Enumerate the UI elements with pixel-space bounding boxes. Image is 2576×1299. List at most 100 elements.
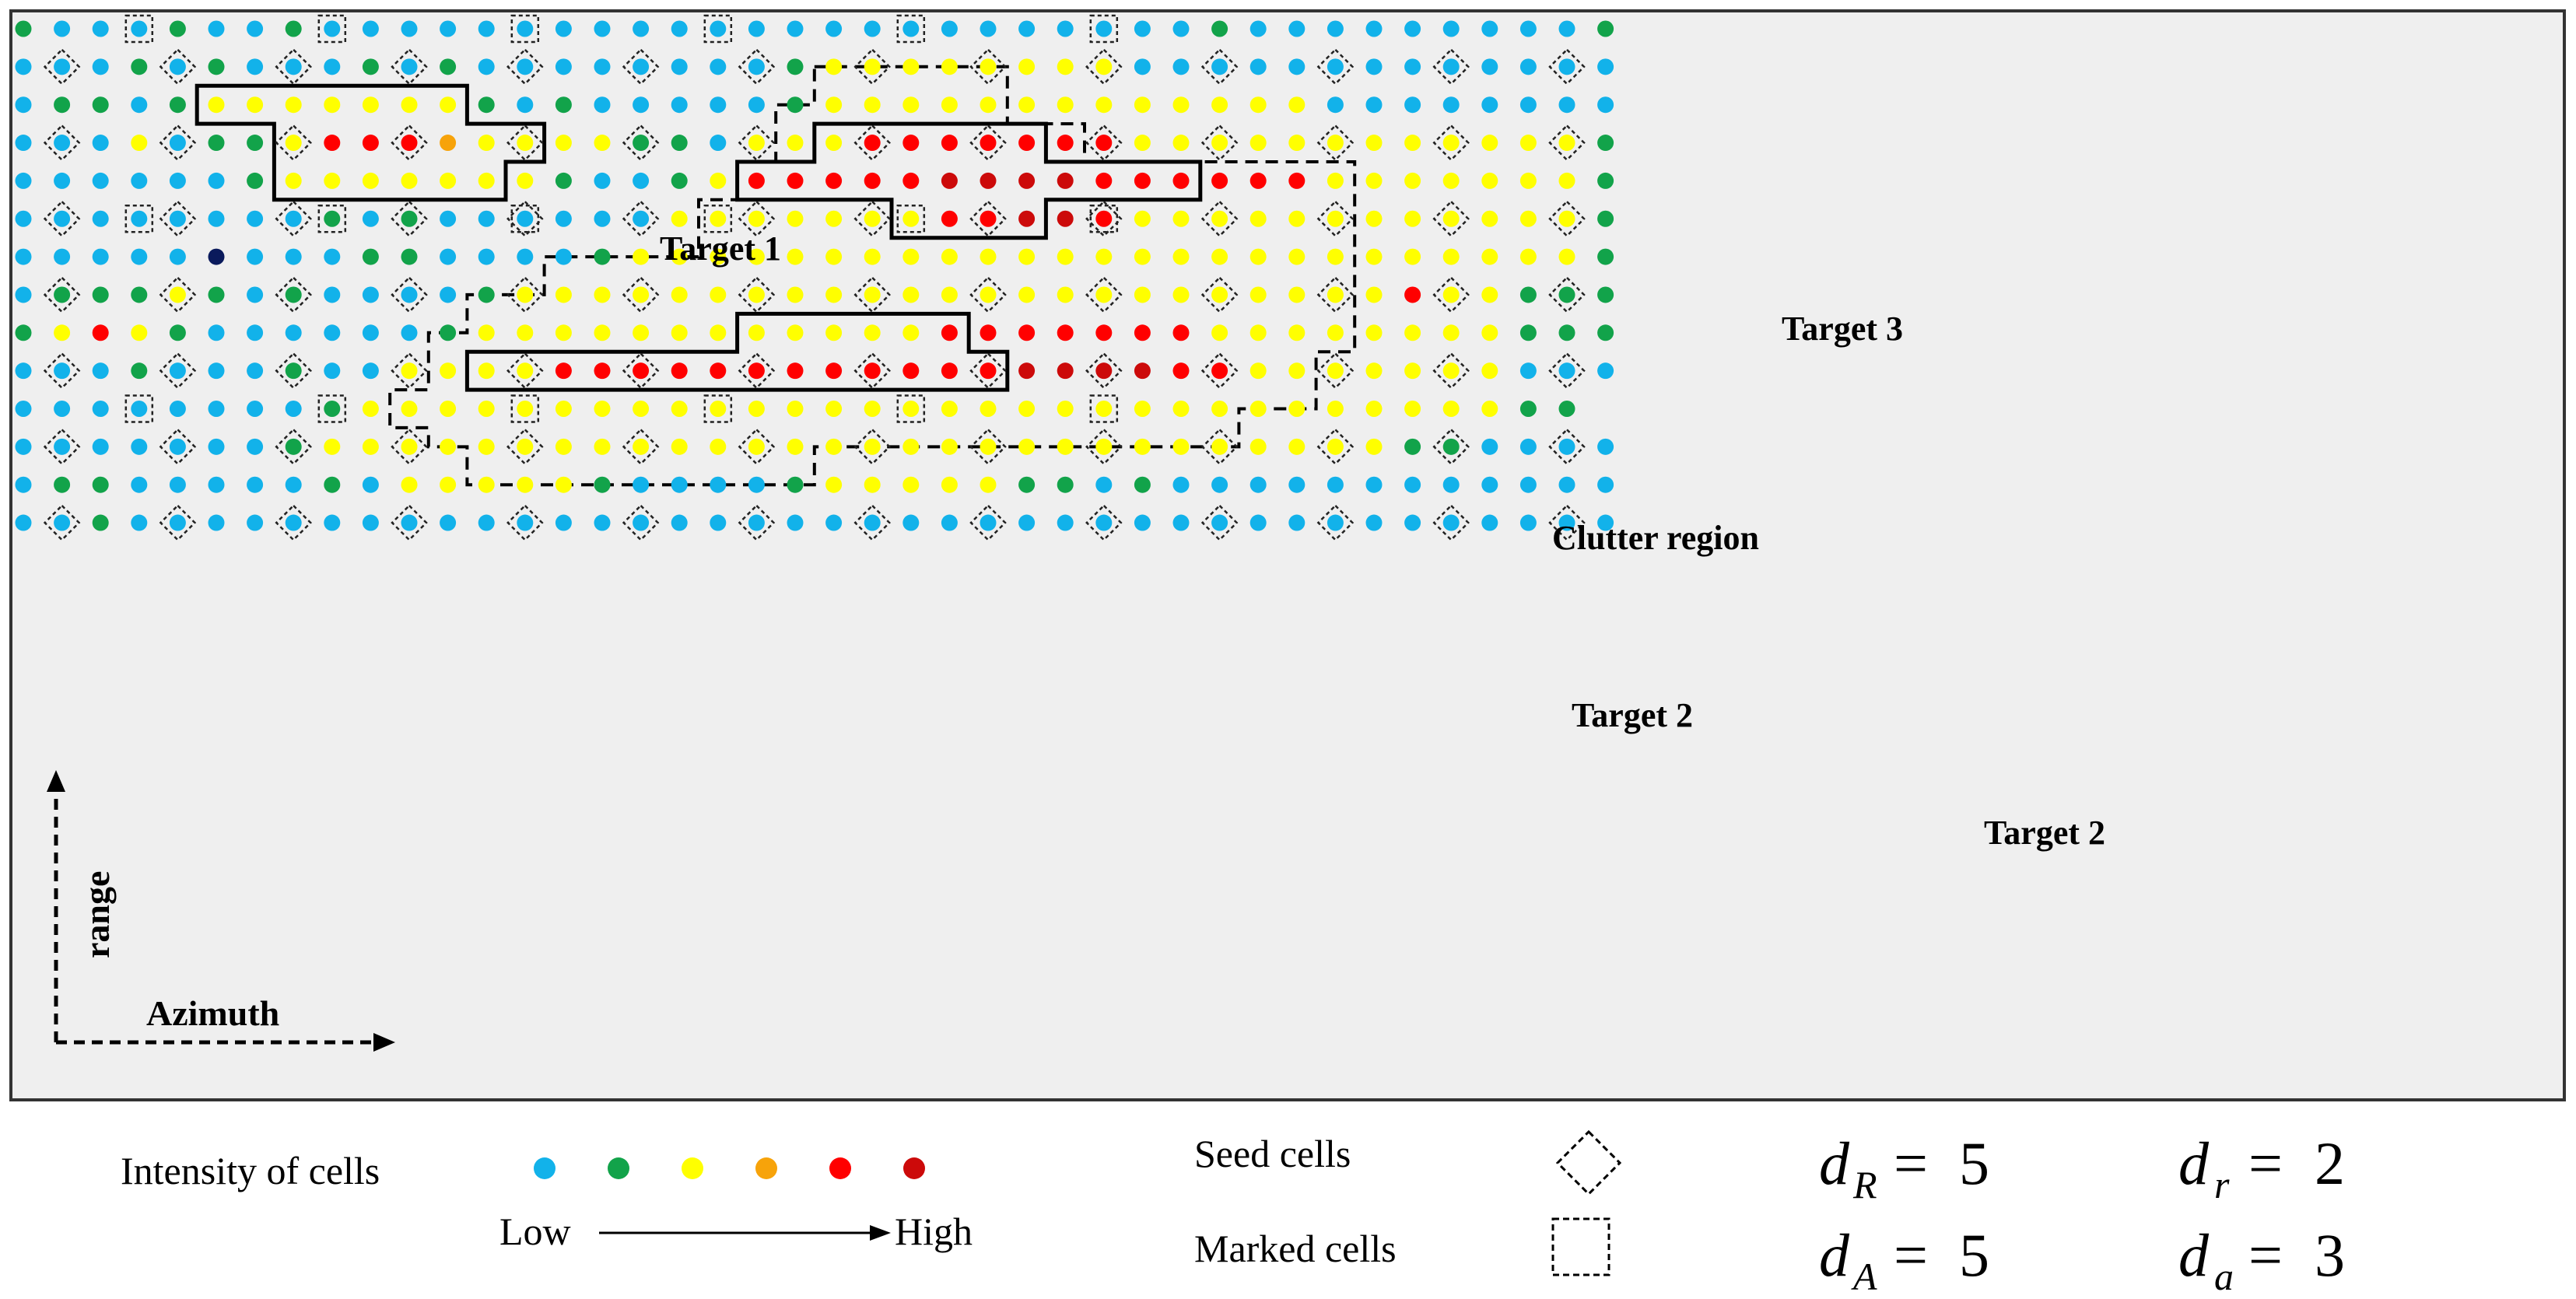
seed-cell-marker (391, 200, 428, 238)
grid-cell (902, 248, 920, 265)
grid-cell (748, 362, 765, 380)
grid-cell (1519, 172, 1537, 189)
grid-cell (54, 514, 71, 531)
svg-text:5: 5 (1959, 1129, 1989, 1197)
grid-cell (902, 286, 920, 303)
marked-cell-marker (124, 394, 154, 423)
marked-cell-marker (317, 205, 347, 233)
grid-cell (54, 58, 71, 75)
grid-cell (131, 286, 148, 303)
grid-cell (1211, 96, 1228, 114)
grid-cell (1365, 476, 1383, 493)
grid-cell (517, 96, 534, 114)
grid-cell (401, 210, 418, 227)
seed-cell-marker (43, 504, 81, 541)
seed-cell-marker (1085, 504, 1123, 541)
grid-cell (285, 401, 302, 417)
grid-cell (1404, 58, 1421, 75)
grid-cell (208, 172, 225, 189)
grid-cell (208, 438, 225, 455)
target2-side-label: Target 2 (1984, 814, 2105, 852)
grid-cell (941, 286, 958, 303)
grid-cell (478, 324, 495, 341)
seed-cell-marker (506, 124, 544, 162)
grid-cell (941, 20, 958, 37)
grid-cell (1018, 401, 1036, 417)
grid-cell (1018, 20, 1036, 37)
grid-cell (1519, 324, 1537, 341)
grid-cell (633, 135, 650, 152)
grid-cell (1597, 362, 1614, 380)
grid-cell (362, 210, 379, 227)
grid-cell (671, 58, 688, 75)
seed-cell-marker (43, 352, 81, 390)
marked-cell-marker (510, 14, 540, 44)
grid-cell (1558, 135, 1575, 152)
grid-cell (1481, 135, 1498, 152)
clutter-region-label: Clutter region (1552, 519, 1759, 557)
grid-cell (324, 248, 341, 265)
grid-cell (1249, 286, 1267, 303)
grid-cell (633, 20, 650, 37)
seed-cell-marker (622, 276, 660, 313)
grid-cell (1211, 476, 1228, 493)
grid-cell (594, 248, 611, 265)
seed-cell-marker (1432, 276, 1470, 313)
grid-cell (362, 401, 379, 417)
seed-cell-marker (1432, 124, 1470, 162)
grid-cell (1249, 362, 1267, 380)
grid-cell (169, 210, 186, 227)
grid-cell (247, 401, 264, 417)
legend-low-label: Low (499, 1210, 571, 1253)
grid-cell (1442, 286, 1460, 303)
grid-cell (1519, 362, 1537, 380)
grid-cell (324, 476, 341, 493)
grid-cell (1095, 324, 1113, 341)
grid-cell (1404, 20, 1421, 37)
grid-cell (980, 286, 997, 303)
grid-cell (1211, 58, 1228, 75)
grid-cell (1442, 210, 1460, 227)
grid-cell (825, 20, 843, 37)
grid-cell (401, 58, 418, 75)
grid-cell (787, 324, 804, 341)
grid-cell (285, 438, 302, 455)
grid-cell (362, 438, 379, 455)
grid-cell (131, 401, 148, 417)
grid-cell (710, 248, 727, 265)
seed-cell-marker (738, 352, 776, 390)
grid-cell (401, 172, 418, 189)
grid-cell (169, 135, 186, 152)
grid-cell (1288, 286, 1306, 303)
grid-cell (169, 248, 186, 265)
grid-cell (517, 248, 534, 265)
grid-cell (131, 210, 148, 227)
grid-cell (1365, 401, 1383, 417)
grid-cell (478, 172, 495, 189)
grid-cell (633, 401, 650, 417)
seed-cell-marker (1316, 276, 1355, 313)
grid-cell (285, 514, 302, 531)
grid-cell (1134, 135, 1151, 152)
grid-cell (478, 248, 495, 265)
grid-cell (787, 248, 804, 265)
grid-cell (1057, 362, 1074, 380)
grid-cell (247, 135, 264, 152)
seed-cell-marker (1316, 48, 1355, 86)
grid-cell (54, 286, 71, 303)
seed-cell-marker (275, 48, 312, 86)
grid-cell (1134, 20, 1151, 37)
grid-cell (594, 210, 611, 227)
seed-cell-marker (275, 124, 312, 162)
param-dR: d R = 5 (1819, 1129, 1989, 1206)
grid-cell (1172, 476, 1190, 493)
seed-cell-marker (969, 428, 1007, 466)
grid-cell (1519, 135, 1537, 152)
grid-cell (1519, 286, 1537, 303)
seed-cell-marker (1316, 504, 1355, 541)
grid-cell (1442, 135, 1460, 152)
grid-cell (208, 135, 225, 152)
seed-cell-marker (738, 276, 776, 313)
grid-cell (1519, 476, 1537, 493)
legend-intensity-swatch (534, 1157, 556, 1179)
